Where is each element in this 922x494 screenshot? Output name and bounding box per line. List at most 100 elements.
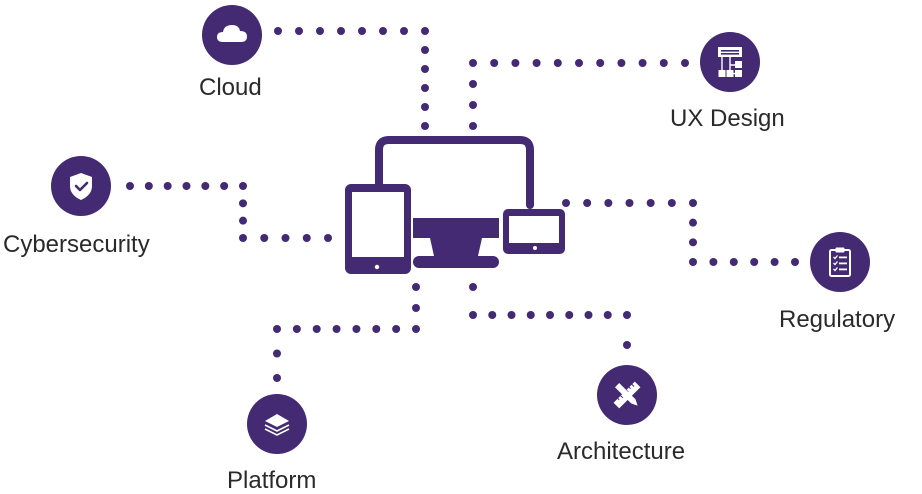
connector-dot <box>646 199 655 207</box>
connector-dot <box>681 59 689 67</box>
connector-dot <box>421 103 429 111</box>
connector-cloud <box>274 27 429 130</box>
node-label-platform: Platform <box>227 467 317 494</box>
sitemap-icon <box>700 32 760 92</box>
connector-dot <box>421 46 429 54</box>
connector-dot <box>421 65 429 73</box>
connector-dot <box>625 199 634 207</box>
connector-dot <box>281 234 290 242</box>
connector-dot <box>565 311 574 319</box>
connector-ux-design <box>469 59 689 130</box>
layers-icon <box>247 394 307 454</box>
connector-dot <box>750 258 759 266</box>
connector-dot <box>412 304 420 312</box>
connector-regulatory <box>562 199 799 266</box>
connector-dot <box>575 59 583 67</box>
connector-dot <box>490 59 499 67</box>
connector-dot <box>604 199 613 207</box>
connector-dot <box>511 59 520 67</box>
connector-dot <box>220 182 229 190</box>
clipboard-checklist-icon <box>810 232 870 292</box>
connector-dot <box>324 234 332 242</box>
connector-dot <box>126 182 134 190</box>
connector-dot <box>201 182 210 190</box>
phone-screen <box>509 216 559 243</box>
monitor-screen <box>413 218 499 238</box>
connector-dot <box>273 325 281 333</box>
monitor-stand <box>430 238 482 256</box>
connector-dot <box>392 325 401 333</box>
connector-dot <box>273 374 281 382</box>
node-label-ux-design: UX Design <box>670 105 785 132</box>
connector-architecture <box>469 283 631 349</box>
connector-dot <box>239 199 247 208</box>
connector-dot <box>623 311 631 319</box>
monitor-base <box>413 256 499 268</box>
connector-dot <box>617 59 626 67</box>
connector-dot <box>638 59 647 67</box>
connector-platform <box>273 283 420 382</box>
connector-dot <box>295 27 303 35</box>
connector-dot <box>352 325 361 333</box>
connector-dot <box>273 349 281 358</box>
connector-dot <box>791 258 799 266</box>
connector-dot <box>421 84 429 92</box>
connector-dot <box>469 283 477 291</box>
connector-dot <box>239 182 247 190</box>
connector-dot <box>689 218 697 227</box>
node-label-cybersecurity: Cybersecurity <box>3 231 150 258</box>
connector-dot <box>469 59 477 67</box>
connector-dot <box>469 122 477 130</box>
connector-dot <box>421 27 429 35</box>
connector-dot <box>709 258 718 266</box>
connector-dot <box>689 238 697 247</box>
connector-dot <box>337 27 345 35</box>
connector-dot <box>689 199 697 207</box>
connector-dot <box>302 234 311 242</box>
connector-dot <box>596 59 605 67</box>
connector-dot <box>488 311 497 319</box>
connector-dot <box>372 325 381 333</box>
monitor-frame <box>375 136 534 209</box>
connector-dot <box>659 59 668 67</box>
phone-home-button <box>533 246 537 250</box>
node-label-cloud: Cloud <box>199 74 262 101</box>
node-label-regulatory: Regulatory <box>779 306 896 333</box>
connector-dot <box>316 27 324 35</box>
connector-dot <box>532 59 541 67</box>
tablet-screen <box>352 192 404 257</box>
connector-dot <box>412 325 420 333</box>
connector-dot <box>623 341 631 349</box>
connector-dot <box>584 311 593 319</box>
connector-dot <box>667 199 676 207</box>
shield-check-icon <box>51 156 111 216</box>
cloud-icon <box>202 5 262 65</box>
connector-dot <box>400 27 408 35</box>
connector-cybersecurity <box>126 182 332 242</box>
connector-dot <box>507 311 516 319</box>
connector-dot <box>583 199 592 207</box>
connector-dot <box>260 234 269 242</box>
connector-dot <box>603 311 612 319</box>
connector-dot <box>239 234 247 242</box>
connector-dot <box>163 182 172 190</box>
tablet-home-button <box>374 264 380 270</box>
connector-dot <box>562 199 570 207</box>
connectors <box>126 27 799 382</box>
connector-dot <box>689 258 697 266</box>
connector-dot <box>239 216 247 225</box>
connector-dot <box>312 325 321 333</box>
connector-dot <box>553 59 562 67</box>
connector-dot <box>546 311 554 319</box>
connector-dot <box>358 27 366 35</box>
connector-dot <box>421 122 429 130</box>
connector-dot <box>770 258 779 266</box>
ruler-pencil-icon <box>597 365 657 425</box>
connector-dot <box>469 80 477 88</box>
connector-dot <box>332 325 341 333</box>
connector-dot <box>274 27 282 35</box>
devices-icon <box>345 136 565 274</box>
connector-dot <box>182 182 191 190</box>
connector-dot <box>292 325 301 333</box>
